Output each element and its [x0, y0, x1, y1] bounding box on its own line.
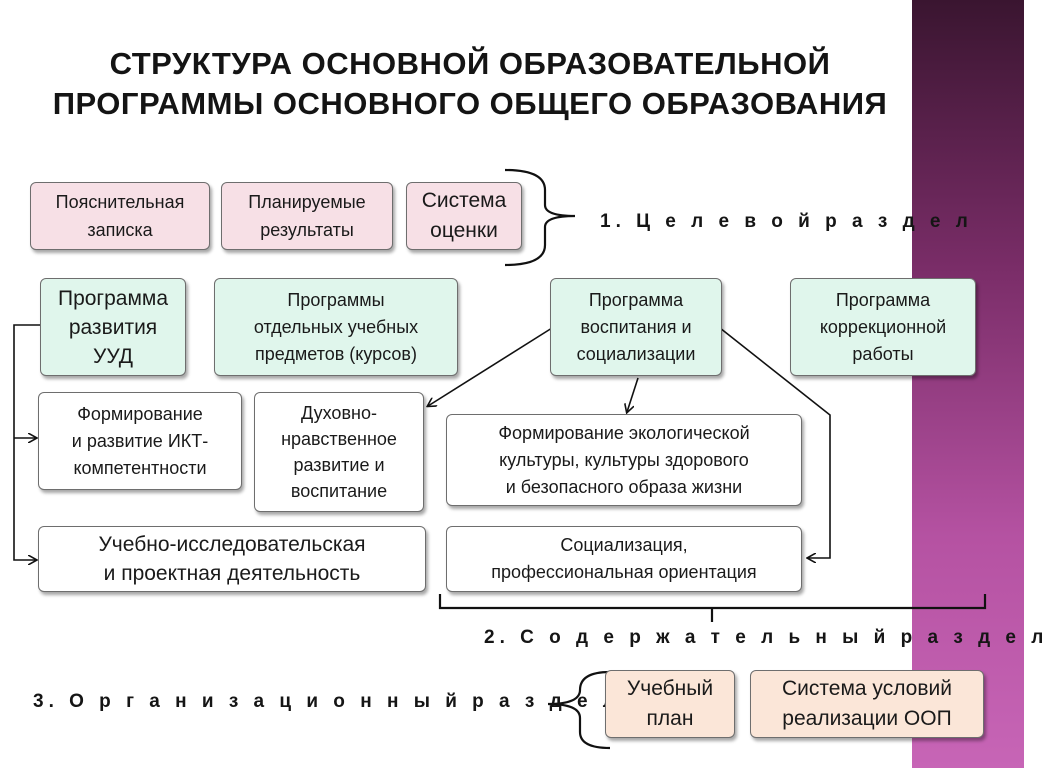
research-project-box: Учебно-исследовательская и проектная дея…	[38, 526, 426, 592]
explanatory-note-box: Пояснительная записка	[30, 182, 210, 250]
planned-results-box: Планируемые результаты	[221, 182, 393, 250]
org-section-label: 3. О р г а н и з а ц и о н н ы й р а з д…	[33, 691, 620, 712]
content-section-label: 2. С о д е р ж а т е л ь н ы й р а з д е…	[484, 627, 1048, 648]
title-line-2: ПРОГРАММЫ ОСНОВНОГО ОБЩЕГО ОБРАЗОВАНИЯ	[52, 86, 888, 121]
ict-competence-box: Формирование и развитие ИКТ- компетентно…	[38, 392, 242, 490]
uud-program-box: Программа развития УУД	[40, 278, 186, 376]
eco-culture-box: Формирование экологической культуры, кул…	[446, 414, 802, 506]
uud-connector-line	[13, 324, 40, 560]
org-section-brace	[547, 670, 611, 750]
upbringing-to-eco-arrow	[627, 377, 639, 412]
upbringing-to-socialization-arrow	[719, 327, 831, 558]
diagram-connectors	[13, 168, 987, 750]
title-line-1: СТРУКТУРА ОСНОВНОЙ ОБРАЗОВАТЕЛЬНОЙ	[109, 46, 831, 81]
page-title: СТРУКТУРА ОСНОВНОЙ ОБРАЗОВАТЕЛЬНОЙ ПРОГР…	[40, 44, 900, 124]
curriculum-box: Учебный план	[605, 670, 735, 738]
upbringing-program-box: Программа воспитания и социализации	[550, 278, 722, 376]
conditions-system-box: Система условий реализации ООП	[750, 670, 984, 738]
target-section-label: 1. Ц е л е в о й р а з д е л	[600, 211, 973, 232]
content-section-brace	[438, 594, 987, 622]
correction-program-box: Программа коррекционной работы	[790, 278, 976, 376]
upbringing-to-spiritual-arrow	[428, 327, 553, 406]
subject-programs-box: Программы отдельных учебных предметов (к…	[214, 278, 458, 376]
socialization-box: Социализация, профессиональная ориентаци…	[446, 526, 802, 592]
target-section-brace	[504, 168, 576, 267]
decorative-side-stripe	[912, 0, 1024, 768]
spiritual-moral-box: Духовно- нравственное развитие и воспита…	[254, 392, 424, 512]
assessment-system-box: Система оценки	[406, 182, 522, 250]
